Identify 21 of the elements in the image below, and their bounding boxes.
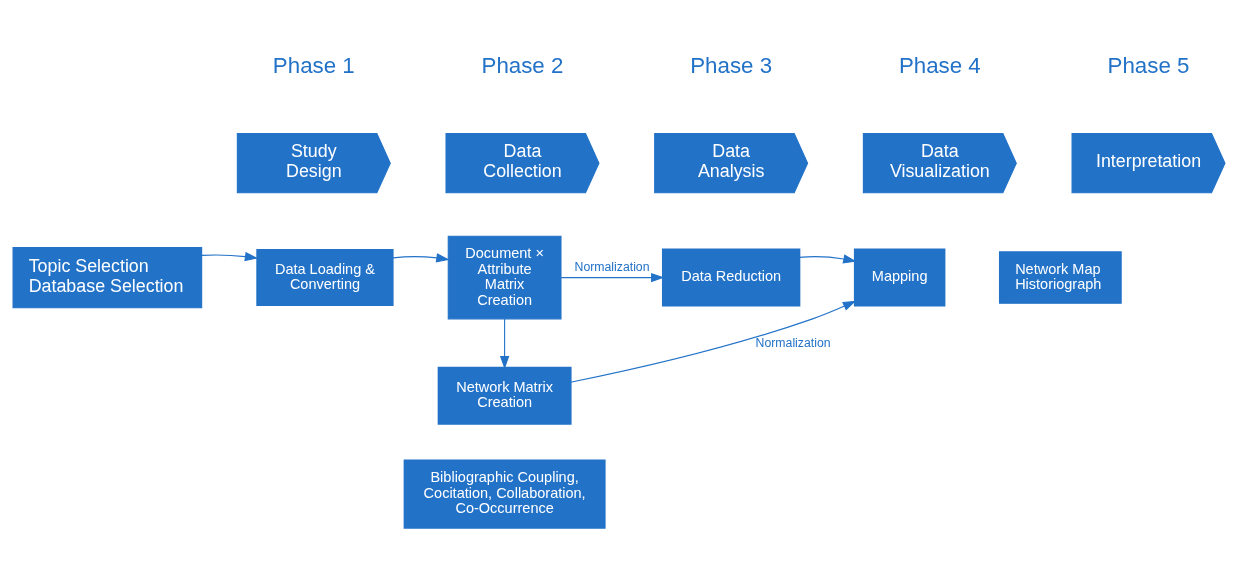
- node-box: Network Map Historiograph: [998, 250, 1122, 304]
- node-label: Phase 3: [690, 52, 773, 78]
- arrow: [392, 252, 450, 262]
- arrow: [201, 251, 259, 261]
- node-box: Network Matrix Creation: [437, 366, 572, 425]
- node-box: Data Loading & Converting: [256, 248, 394, 306]
- node-box: Bibliographic Coupling, Cocitation, Collaboration, Co-Occurrence: [403, 458, 606, 529]
- node-label: Phase 5: [1107, 52, 1190, 78]
- arrow: [798, 253, 857, 264]
- arrow: [570, 300, 857, 383]
- node-label: Phase 2: [481, 52, 564, 78]
- node-box: Data Reduction: [661, 248, 801, 307]
- edge-label: Normalization: [574, 259, 650, 274]
- arrow: [560, 272, 665, 282]
- node-label: Phase 4: [898, 52, 981, 78]
- node-box: Topic Selection Database Selection: [12, 246, 203, 308]
- arrow: [499, 317, 510, 369]
- edge-label: Normalization: [755, 335, 831, 350]
- node-box: Document × Attribute Matrix Creation: [447, 235, 562, 319]
- node-label: Phase 1: [272, 52, 355, 78]
- node-box: Mapping: [853, 248, 946, 307]
